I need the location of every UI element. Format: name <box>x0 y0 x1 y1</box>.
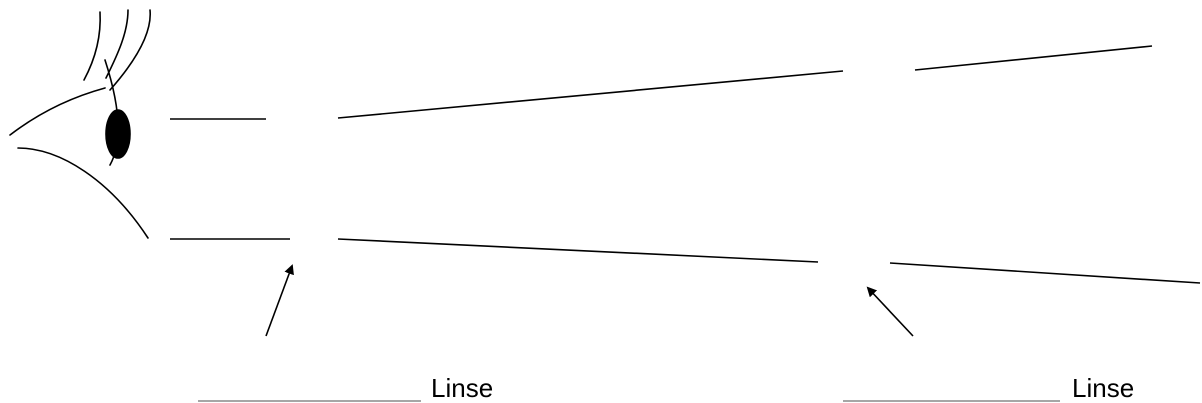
arrow-icon <box>866 286 914 337</box>
upper-ray-segment-3 <box>914 45 1153 71</box>
left-lens-label: Linse <box>431 373 493 403</box>
lower-ray-segment-3 <box>889 262 1201 284</box>
eye-icon <box>9 9 151 239</box>
upper-ray-segment-2 <box>337 70 844 119</box>
lower-ray-segment-2 <box>337 238 819 263</box>
right-lens-label: Linse <box>1072 373 1134 403</box>
arrow-icon <box>265 264 294 337</box>
